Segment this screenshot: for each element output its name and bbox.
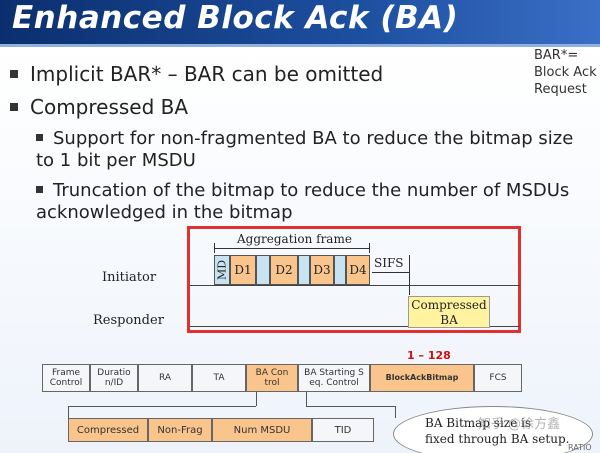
ba-control-format: Compressed Non-Frag Num MSDU TID [68,418,374,442]
field-non-frag: Non-Frag [148,418,212,442]
bracket-tick-left [214,243,215,253]
responder-timeline [190,326,520,327]
subframe-gap [256,255,270,285]
subframe-gap [298,255,310,285]
sifs-tick [409,255,410,295]
title-underline [0,44,600,47]
field-block-ack-bitmap: BlockAckBitmap [370,364,474,392]
connector-right-down [395,406,396,418]
sub-bullet-truncation: Truncation of the bitmap to reduce the n… [36,180,570,223]
sub-bullet-non-fragmented: Support for non-fragmented BA to reduce … [36,128,574,171]
bullet-implicit-bar: Implicit BAR* – BAR can be omitted [10,62,383,86]
responder-label: Responder [93,313,164,328]
square-bullet-icon [10,69,18,78]
aggregation-bracket [214,248,369,249]
callout-text: BA Bitmap size is fixed through BA setup… [425,416,570,446]
callout-bubble [393,406,593,453]
subframe-d3: D3 [310,255,334,285]
connector-left-down [68,406,69,418]
field-ta: TA [192,364,246,392]
square-bullet-icon [36,133,43,141]
connector-left [256,392,257,406]
title-bar [0,0,600,44]
field-tid: TID [312,418,374,442]
slide-title: Enhanced Block Ack (BA) [12,0,459,36]
initiator-timeline [190,285,520,286]
md-delimiter: MD [214,255,230,285]
subframe-d2: D2 [270,255,298,285]
initiator-label: Initiator [102,270,157,285]
aggregation-label: Aggregation frame [237,232,352,246]
square-bullet-icon [10,102,18,111]
sifs-label: SIFS [374,256,404,270]
connector-right-h [306,406,396,407]
ba-frame-format: Frame Control Duratio n/ID RA TA BA Con … [42,364,522,392]
field-ba-control: BA Con trol [246,364,298,392]
side-note: BAR*= Block Ack Request [534,48,597,97]
sifs-arrow [372,272,410,273]
field-ba-starting-seq: BA Starting S eq. Control [298,364,370,392]
field-num-msdu: Num MSDU [212,418,312,442]
subframe-d1: D1 [230,255,256,285]
field-duration-id: Duratio n/ID [90,364,138,392]
compressed-ba-block: Compressed BA [408,296,490,328]
highlight-frame [187,226,521,333]
subframe-d4: D4 [346,255,370,285]
subframe-gap [334,255,346,285]
bracket-tick-right [369,243,370,253]
field-fcs: FCS [474,364,522,392]
square-bullet-icon [36,185,43,193]
corner-text: RATIO [568,443,592,452]
bitmap-range-label: 1 – 128 [407,349,451,362]
field-compressed: Compressed [68,418,148,442]
connector-right [306,392,307,406]
watermark: 知乎 @徐方鑫 [478,417,561,432]
connector-left-h [68,406,256,407]
field-frame-control: Frame Control [42,364,90,392]
bullet-compressed-ba: Compressed BA [10,95,188,119]
field-ra: RA [138,364,192,392]
